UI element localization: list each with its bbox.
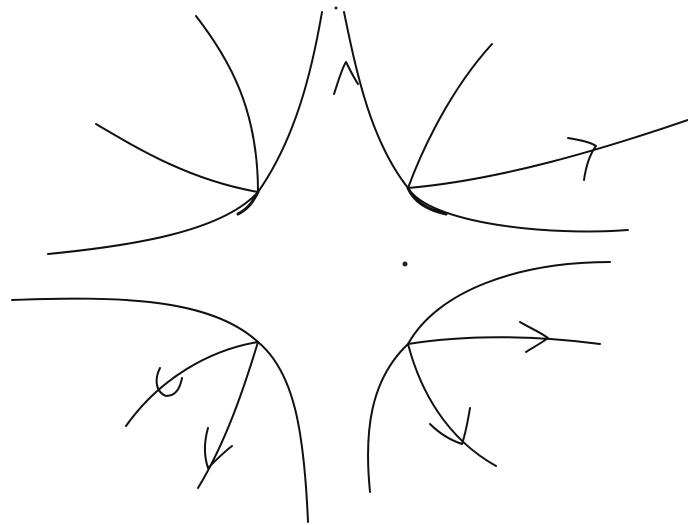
lower-left-curve-group <box>12 299 308 522</box>
arrowhead-lower-right-down <box>430 408 470 444</box>
curve-lower-right-right-branch <box>408 337 600 344</box>
curve-lower-right-upper-branch <box>408 262 610 344</box>
upper-left-curve-group <box>48 12 322 254</box>
curve-upper-right-outer-branch <box>408 44 492 188</box>
curve-lower-right-left-branch <box>368 344 408 492</box>
top-speck <box>335 7 338 10</box>
center-speck <box>403 262 408 267</box>
curve-upper-right-lower-branch <box>408 188 628 231</box>
curve-lower-left-diagonal-branch <box>126 342 258 426</box>
curve-lower-left-down-branch <box>258 342 308 522</box>
lower-right-curve-group <box>368 262 610 492</box>
curve-lower-left-left-branch <box>12 299 258 342</box>
curve-lower-right-down-branch <box>408 344 496 466</box>
ink-specks-group <box>335 7 408 267</box>
arrowhead-top-center-up <box>334 62 358 94</box>
curve-upper-left-convergence-mark <box>238 192 258 214</box>
curve-upper-left-branch-left <box>96 124 258 192</box>
arrowheads-group <box>157 62 596 468</box>
curve-upper-right-right-branch <box>408 120 688 188</box>
curve-upper-left-outer-left <box>196 16 258 192</box>
arrowhead-upper-right-right <box>568 138 596 180</box>
curve-upper-left-lower-arc <box>48 192 258 254</box>
upper-right-curve-group <box>344 12 688 231</box>
curve-upper-right-top-stem <box>344 12 408 188</box>
curve-upper-left-top-stem-left <box>258 12 322 192</box>
